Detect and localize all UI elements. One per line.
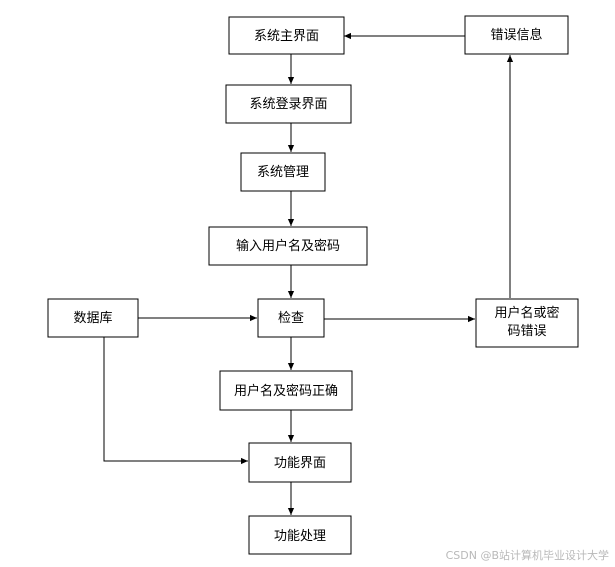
node-credentials-correct: 用户名及密码正确 <box>219 370 353 411</box>
node-system-main-label: 系统主界面 <box>254 29 319 44</box>
node-database-label: 数据库 <box>73 310 112 326</box>
node-system-main: 系统主界面 <box>228 16 345 55</box>
watermark: CSDN @B站计算机毕业设计大学 <box>445 549 609 562</box>
node-credentials-error: 用户名或密 码错误 <box>475 298 579 348</box>
edge-database-to-function-ui <box>103 337 248 465</box>
node-function-ui-label: 功能界面 <box>274 456 326 471</box>
node-input-credentials: 输入用户名及密码 <box>208 226 368 266</box>
node-error-info-label: 错误信息 <box>490 27 542 43</box>
node-system-login-label: 系统登录界面 <box>249 97 327 112</box>
node-error-info: 错误信息 <box>464 15 569 55</box>
node-function-ui: 功能界面 <box>248 442 352 483</box>
node-system-manage-label: 系统管理 <box>257 165 309 180</box>
edges <box>103 32 514 515</box>
node-check: 检查 <box>257 298 325 338</box>
node-system-manage: 系统管理 <box>240 152 326 192</box>
node-credentials-error-label-line2: 码错误 <box>507 324 546 339</box>
node-input-credentials-label: 输入用户名及密码 <box>236 238 340 254</box>
node-credentials-error-label-line1: 用户名或密 <box>494 305 559 321</box>
node-check-label: 检查 <box>278 311 304 326</box>
node-database: 数据库 <box>47 298 139 338</box>
node-system-login: 系统登录界面 <box>225 84 352 124</box>
node-credentials-correct-label: 用户名及密码正确 <box>234 383 338 399</box>
node-function-process-label: 功能处理 <box>274 529 326 544</box>
node-function-process: 功能处理 <box>248 515 352 555</box>
